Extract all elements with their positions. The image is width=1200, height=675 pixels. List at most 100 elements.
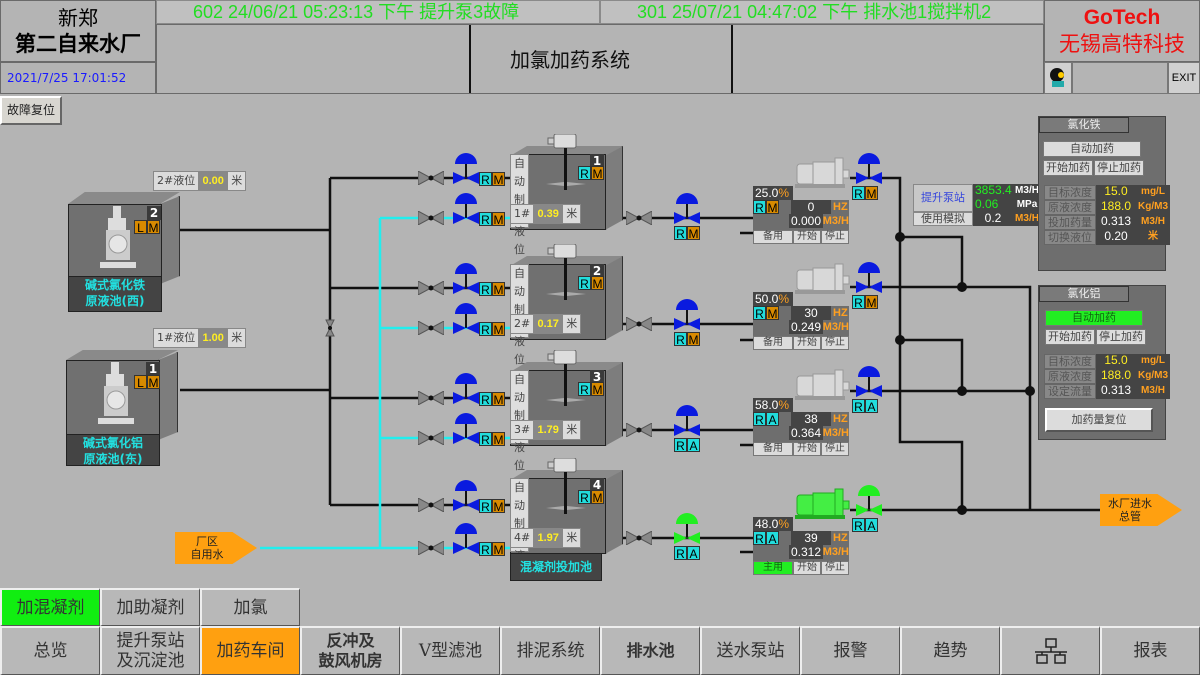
manual-valve-icon[interactable] [626,317,652,331]
dosing-pool-label: 混凝剂投加池 [510,553,602,581]
nav-delivery-pump[interactable]: 送水泵站 [700,626,800,675]
manual-valve-icon[interactable] [418,498,444,512]
stop-button[interactable]: 停止 [821,561,849,575]
start-dosing-button[interactable]: 开始加药 [1043,160,1093,176]
nav-drain-pool[interactable]: 排水池 [600,626,700,675]
subnav-coagulant[interactable]: 加混凝剂 [0,588,100,626]
user-login-button[interactable] [1044,62,1072,94]
pump-frequency[interactable]: 39 [791,531,831,545]
dosing-pump-motor[interactable] [795,156,855,194]
stop-dosing-button[interactable]: 停止加药 [1096,329,1146,345]
tank-number: 2 [590,264,604,278]
duty-standby-button[interactable]: 备用 [753,230,793,244]
panel-title: 氯化铝 [1039,286,1129,302]
manual-valve-icon[interactable] [418,281,444,295]
param-label: 投加药量 [1044,215,1096,230]
nav-v-filter[interactable]: V型滤池 [400,626,500,675]
duty-standby-button[interactable]: 备用 [753,336,793,350]
manual-valve-icon[interactable] [418,171,444,185]
level-unit: 米 [228,172,246,190]
flow-unit: M3/H [822,546,849,558]
start-dosing-button[interactable]: 开始加药 [1045,329,1095,345]
param-value[interactable]: 188.0 [1096,200,1136,215]
logo-chinese: 无锡高特科技 [1059,32,1185,56]
nav-dosing-room[interactable]: 加药车间 [200,626,300,675]
fault-reset-button[interactable]: 故障复位 [0,96,62,125]
nav-label: 加药车间 [216,641,285,661]
pump-frequency[interactable]: 30 [791,306,831,320]
alarm-banner-1[interactable]: 602 24/06/21 05:23:13 下午 提升泵3故障 [156,0,600,24]
alarm-banner-2[interactable]: 301 25/07/21 04:47:02 下午 排水池1搅拌机2 [600,0,1044,24]
stop-dosing-button[interactable]: 停止加药 [1094,160,1144,176]
dose-reset-button[interactable]: 加药量复位 [1045,408,1153,432]
remote-tag: R [479,172,492,187]
manual-valve-icon[interactable] [626,211,652,225]
param-value[interactable]: 0.20 [1096,230,1136,245]
nav-lift-station[interactable]: 提升泵站 及沉淀池 [100,626,200,675]
nav-label: 报表 [1133,641,1168,661]
dosing-pump-motor[interactable] [795,368,855,406]
dosing-pump-motor[interactable] [795,487,855,525]
param-value[interactable]: 0.313 [1096,215,1136,230]
manual-valve-icon[interactable] [418,391,444,405]
nav-trend[interactable]: 趋势 [900,626,1000,675]
subnav-chlorine[interactable]: 加氯 [200,588,300,626]
pump-frequency[interactable]: 38 [791,412,831,426]
exit-button[interactable]: EXIT [1168,62,1200,94]
duty-standby-button[interactable]: 备用 [753,442,793,456]
manual-valve-icon[interactable] [626,531,652,545]
stop-button[interactable]: 停止 [821,442,849,456]
manual-tag: M [492,282,505,297]
company-logo: GoTech 无锡高特科技 [1044,0,1200,62]
use-simulation-button[interactable]: 使用模拟 [913,212,973,226]
manual-valve-icon[interactable] [418,431,444,445]
param-value[interactable]: 15.0 [1096,354,1136,369]
start-button[interactable]: 开始 [793,442,821,456]
sim-flow-value[interactable]: 0.2 [973,212,1013,226]
manual-valve-icon[interactable] [626,423,652,437]
auto-dosing-button[interactable]: 自动加药 [1045,310,1143,326]
lift-station-name[interactable]: 提升泵站 [913,184,973,212]
nav-network[interactable] [1000,626,1100,675]
pump-frequency[interactable]: 0 [791,200,831,214]
mixer-pump-icon [98,362,134,424]
stop-button[interactable]: 停止 [821,230,849,244]
start-button[interactable]: 开始 [793,336,821,350]
nav-backwash-blower[interactable]: 反冲及 鼓风机房 [300,626,400,675]
dosing-pump-motor[interactable] [795,262,855,300]
param-value[interactable]: 0.313 [1096,384,1136,399]
manual-valve-icon[interactable] [418,541,444,555]
manual-valve-icon[interactable] [418,321,444,335]
param-value[interactable]: 188.0 [1096,369,1136,384]
start-button[interactable]: 开始 [793,561,821,575]
param-value[interactable]: 15.0 [1096,185,1136,200]
nav-alarm[interactable]: 报警 [800,626,900,675]
subnav-coagulant-aid[interactable]: 加助凝剂 [100,588,200,626]
manual-valve-icon[interactable] [418,211,444,225]
title-divider-right [731,25,733,93]
nav-report[interactable]: 报表 [1100,626,1200,675]
nav-overview[interactable]: 总览 [0,626,100,675]
start-button[interactable]: 开始 [793,230,821,244]
stop-button[interactable]: 停止 [821,336,849,350]
control-valve-icon [453,413,479,444]
auto-dosing-button[interactable]: 自动加药 [1043,141,1141,157]
duty-standby-button[interactable]: 主用 [753,561,793,575]
nav-sludge-system[interactable]: 排泥系统 [500,626,600,675]
